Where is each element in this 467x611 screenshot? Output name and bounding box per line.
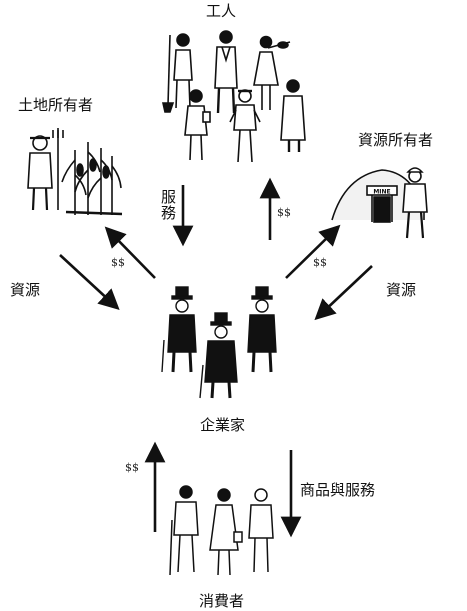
arrow-resources-right [314,265,373,321]
mine-sign-label: MINE [373,189,390,196]
money-label-resource-owners: $$ [313,256,327,269]
consumers-illustration [169,485,274,576]
farmer-figure [27,128,64,211]
worker-clipboard-figure [184,89,211,161]
worker-doctor-figure [280,79,306,152]
money-label-consumers: $$ [125,461,139,474]
mine-hill: MINE [331,169,425,223]
node-label-landowners: 土地所有者 [18,96,94,114]
flow-label-goods-services: 商品與服務 [300,481,376,499]
resource-owner-illustration: MINE [331,167,428,239]
money-label-workers: $$ [277,206,291,219]
entrepreneurs-illustration [161,286,277,399]
worker-engineer-figure [214,30,238,114]
flow-label-services: 服務 [159,189,177,221]
node-label-resource-owners: 資源所有者 [358,131,434,149]
workers-illustration [162,30,306,163]
worker-violinist-figure [253,35,291,110]
consumer-middle-figure [209,488,243,576]
consumer-left-figure [169,485,199,576]
node-label-consumers: 消費者 [199,592,245,610]
entrepreneur-left-figure [161,286,197,373]
entrepreneur-right-figure [247,286,277,373]
landowner-illustration [27,128,123,216]
flow-label-resources-right: 資源 [386,281,417,299]
arrow-money-landowners [104,226,156,279]
node-label-entrepreneurs: 企業家 [200,416,246,434]
arrow-resources-left [59,254,120,311]
miner-figure [402,167,428,239]
money-label-landowners: $$ [111,256,125,269]
entrepreneur-center-figure [199,312,238,399]
arrow-money-resource-owners [285,224,341,279]
flow-arrows [59,177,373,538]
consumer-right-figure [248,488,274,573]
worker-shovel-figure [162,33,193,113]
corn-field [61,142,123,216]
flow-label-resources-left: 資源 [10,281,41,299]
worker-officer-figure [229,89,261,163]
node-label-workers: 工人 [206,2,237,20]
